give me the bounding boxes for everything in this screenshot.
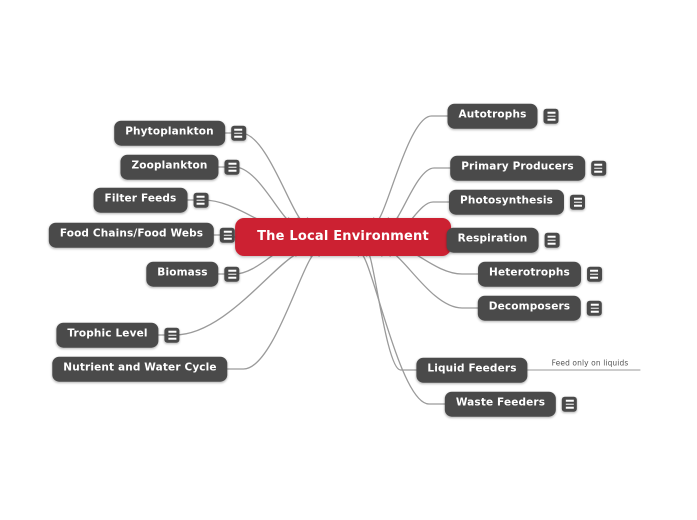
node-label: Respiration	[446, 227, 539, 253]
node-zooplankton[interactable]: Zooplankton	[120, 154, 240, 180]
note-icon-bar	[547, 118, 555, 121]
note-icon-bar	[228, 169, 237, 172]
node-filter-feeds[interactable]: Filter Feeds	[93, 187, 209, 213]
node-liquid-feeders[interactable]: Liquid Feeders	[416, 357, 528, 383]
connector-nutrient-and-water-cycle	[226, 252, 320, 370]
node-photosynthesis[interactable]: Photosynthesis	[448, 189, 586, 215]
note-icon-bar	[565, 399, 574, 402]
note-icon[interactable]	[193, 192, 209, 208]
node-food-chains-food-webs[interactable]: Food Chains/Food Webs	[48, 222, 236, 248]
note-icon-bar	[234, 132, 243, 134]
node-label: Waste Feeders	[444, 391, 557, 417]
node-label: Liquid Feeders	[416, 357, 528, 383]
note-icon-bar	[234, 128, 243, 131]
note-icon-bar	[234, 135, 243, 138]
connector-liquid-feeders	[366, 252, 418, 371]
node-primary-producers[interactable]: Primary Producers	[450, 155, 606, 181]
note-icon-bar	[594, 167, 603, 169]
node-biomass[interactable]: Biomass	[146, 261, 240, 287]
connector-primary-producers	[387, 167, 451, 224]
node-heterotrophs[interactable]: Heterotrophs	[478, 261, 602, 287]
node-waste-feeders[interactable]: Waste Feeders	[444, 391, 578, 417]
note-icon-bar	[573, 201, 582, 203]
note-icon-bar	[196, 202, 205, 205]
note-icon-bar	[590, 269, 599, 272]
note-icon[interactable]	[587, 300, 603, 316]
note-icon-bar	[594, 170, 603, 173]
note-icon[interactable]	[164, 327, 180, 343]
node-trophic-level[interactable]: Trophic Level	[56, 322, 180, 348]
note-icon-bar	[196, 195, 205, 198]
note-icon[interactable]	[544, 232, 560, 248]
note-icon-bar	[547, 242, 556, 245]
node-label: Nutrient and Water Cycle	[52, 356, 228, 382]
note-icon-bar	[168, 337, 177, 340]
note-icon-bar	[196, 199, 205, 201]
note-icon-bar	[228, 269, 237, 272]
node-label: Phytoplankton	[114, 120, 225, 146]
node-label: Trophic Level	[56, 322, 159, 348]
note-icon[interactable]	[590, 160, 606, 176]
node-respiration[interactable]: Respiration	[446, 227, 560, 253]
node-label: Zooplankton	[120, 154, 219, 180]
node-label: Food Chains/Food Webs	[48, 222, 215, 248]
note-icon-bar	[223, 237, 232, 240]
node-nutrient-and-water-cycle[interactable]: Nutrient and Water Cycle	[52, 356, 228, 382]
note-icon-bar	[590, 310, 599, 313]
note-icon-bar	[565, 406, 574, 409]
note-icon-bar	[228, 273, 237, 275]
node-label: Photosynthesis	[448, 189, 565, 215]
note-icon-bar	[168, 334, 177, 336]
node-label: Autotrophs	[447, 103, 538, 129]
note-icon[interactable]	[570, 194, 586, 210]
note-icon-bar	[565, 403, 574, 405]
node-label: Primary Producers	[450, 155, 585, 181]
note-icon-bar	[573, 204, 582, 207]
note-icon-bar	[590, 307, 599, 309]
note-icon-bar	[594, 163, 603, 166]
node-label: Filter Feeds	[93, 187, 188, 213]
node-label: Heterotrophs	[478, 261, 581, 287]
node-label: Biomass	[146, 261, 219, 287]
node-phytoplankton[interactable]: Phytoplankton	[114, 120, 246, 146]
note-icon[interactable]	[224, 266, 240, 282]
note-icon[interactable]	[220, 227, 236, 243]
connector-autotrophs	[373, 115, 449, 222]
center-node[interactable]: The Local Environment	[235, 218, 451, 256]
note-icon-bar	[590, 273, 599, 275]
note-icon-bar	[223, 230, 232, 233]
node-autotrophs[interactable]: Autotrophs	[447, 103, 559, 129]
note-icon[interactable]	[586, 266, 602, 282]
note-icon-bar	[228, 162, 237, 165]
note-icon[interactable]	[543, 108, 559, 124]
center-node-label: The Local Environment	[257, 229, 429, 244]
node-decomposers[interactable]: Decomposers	[477, 295, 603, 321]
note-icon-bar	[547, 235, 556, 238]
node-label: Decomposers	[477, 295, 582, 321]
note-icon-bar	[547, 115, 555, 117]
note-icon-bar	[547, 111, 555, 114]
note-icon-bar	[223, 234, 232, 236]
note-icon-bar	[590, 276, 599, 279]
note-icon[interactable]	[230, 125, 246, 141]
annotation-feed-only-on-liquids: Feed only on liquids	[551, 358, 629, 368]
note-icon[interactable]	[224, 159, 240, 175]
note-icon-bar	[168, 330, 177, 333]
note-icon[interactable]	[562, 396, 578, 412]
note-icon-bar	[573, 197, 582, 200]
note-icon-bar	[547, 239, 556, 241]
connector-decomposers	[381, 250, 479, 309]
note-icon-bar	[590, 303, 599, 306]
note-icon-bar	[228, 166, 237, 168]
note-icon-bar	[228, 276, 237, 279]
